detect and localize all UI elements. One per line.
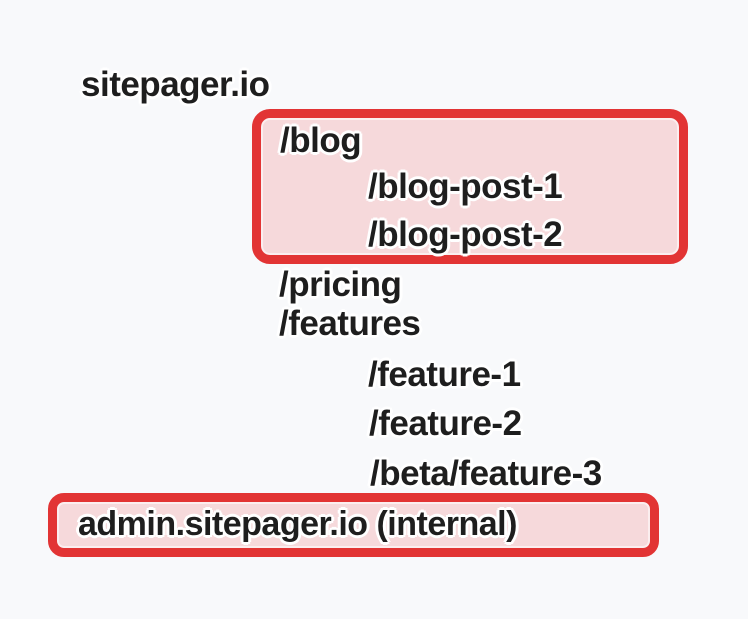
root-domain-label: sitepager.io <box>81 65 270 104</box>
path-feature-1: /feature-1 <box>368 355 521 394</box>
admin-domain-label: admin.sitepager.io (internal) <box>78 505 517 544</box>
path-features: /features <box>279 304 421 343</box>
path-blog-post-1: /blog-post-1 <box>368 167 563 206</box>
path-blog: /blog <box>280 121 362 160</box>
path-pricing: /pricing <box>279 265 402 304</box>
path-blog-post-2: /blog-post-2 <box>368 215 563 254</box>
blog-section-highlight-box: /blog /blog-post-1 /blog-post-2 <box>252 109 688 264</box>
path-beta-feature-3: /beta/feature-3 <box>370 454 602 493</box>
path-feature-2: /feature-2 <box>369 404 522 443</box>
admin-domain-highlight-box: admin.sitepager.io (internal) <box>48 493 659 557</box>
